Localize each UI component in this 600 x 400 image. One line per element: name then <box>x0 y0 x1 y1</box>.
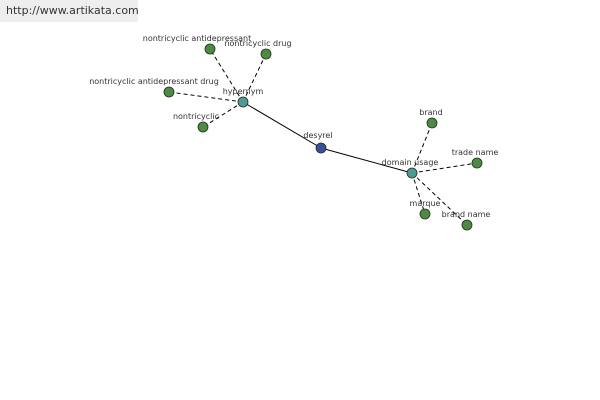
node-hypernym[interactable] <box>237 96 249 108</box>
node-brand[interactable] <box>426 117 438 129</box>
label-nontricyclic-antidepressant[interactable]: nontricyclic antidepressant <box>143 34 252 43</box>
label-desyrel[interactable]: desyrel <box>303 131 332 140</box>
edge-domain-usage-trade-name <box>411 162 478 174</box>
label-nontricyclic-drug[interactable]: nontricyclic drug <box>224 39 291 48</box>
edge-domain-usage-marque <box>411 172 426 215</box>
node-brand-name[interactable] <box>461 219 473 231</box>
labels-layer: desyrel hypernym domain usage nontricyclic … <box>89 34 498 219</box>
label-marque[interactable]: marque <box>410 199 441 208</box>
site-url-link[interactable]: http://www.artikata.com <box>6 4 139 17</box>
node-marque[interactable] <box>419 208 431 220</box>
url-banner: http://www.artikata.com <box>0 0 139 22</box>
label-brand[interactable]: brand <box>419 108 442 117</box>
edge-domain-usage-brand <box>411 122 433 174</box>
label-hypernym[interactable]: hypernym <box>223 87 264 96</box>
edges-layer <box>168 48 478 226</box>
edge-desyrel-hypernym <box>242 101 322 149</box>
node-nontricyclic-drug[interactable] <box>260 48 272 60</box>
node-desyrel[interactable] <box>315 142 327 154</box>
node-nontricyclic-antidepressant-drug[interactable] <box>163 86 175 98</box>
edge-hypernym-nontricyclic-drug <box>242 53 267 103</box>
edge-hypernym-nontricyclic-antidepressant <box>209 48 244 103</box>
edge-hypernym-nontricyclic <box>202 101 244 128</box>
label-brand-name[interactable]: brand name <box>442 210 491 219</box>
label-nontricyclic-antidepressant-drug[interactable]: nontricyclic antidepressant drug <box>89 77 219 86</box>
nodes-layer <box>163 43 483 231</box>
node-trade-name[interactable] <box>471 157 483 169</box>
node-nontricyclic[interactable] <box>197 121 209 133</box>
label-domain-usage[interactable]: domain usage <box>382 158 439 167</box>
node-nontricyclic-antidepressant[interactable] <box>204 43 216 55</box>
label-trade-name[interactable]: trade name <box>452 148 499 157</box>
label-nontricyclic[interactable]: nontricyclic <box>173 112 219 121</box>
edge-hypernym-nontricyclic-antidepressant-drug <box>168 91 244 103</box>
edge-desyrel-domain-usage <box>320 147 413 174</box>
node-domain-usage[interactable] <box>406 167 418 179</box>
edge-domain-usage-brand-name <box>411 172 468 226</box>
